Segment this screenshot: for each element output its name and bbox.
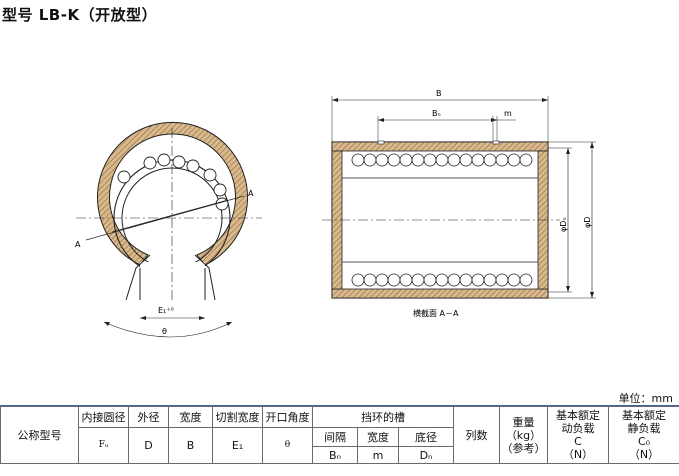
header-groove-label: 挡环的槽: [312, 406, 454, 428]
sub-interval-sym: Bₙ: [312, 446, 358, 464]
sub-width-sym: m: [357, 446, 399, 464]
header-width-sym: B: [168, 427, 213, 464]
sub-interval-label: 间隔: [312, 427, 358, 447]
header-dynamic-load: 基本额定 动负载 C （N）: [547, 406, 609, 464]
label-b: B: [436, 89, 442, 98]
header-inner-label: 内接圆径: [78, 406, 129, 428]
dyn-label2: 动负载: [561, 422, 595, 435]
label-dn: φDₙ: [559, 217, 568, 232]
dyn-unit: （N）: [562, 448, 594, 461]
label-d: φD: [583, 217, 592, 228]
header-outer-label: 外径: [128, 406, 169, 428]
unit-label: 单位：mm: [618, 392, 673, 405]
side-section: [322, 96, 596, 299]
header-angle-sym: θ: [262, 427, 313, 464]
weight-ref: （参考）: [501, 441, 546, 455]
header-cut-label: 切割宽度: [212, 406, 263, 428]
header-weight: 重量 （kg） （参考）: [499, 406, 548, 464]
label-theta: θ: [162, 327, 167, 336]
label-bn: Bₙ: [432, 109, 441, 118]
header-static-load: 基本额定 静负载 C₀ （N）: [608, 406, 679, 464]
sta-label2: 静负载: [627, 422, 661, 435]
label-m: m: [504, 109, 512, 118]
end-view-balls: [117, 153, 229, 211]
page-title: 型号 LB-K（开放型）: [2, 6, 158, 24]
spec-table: 公称型号 内接圆径 外径 宽度 切割宽度 开口角度 挡环的槽 列数 重量 （kg…: [0, 406, 679, 464]
label-a-left: A: [75, 240, 81, 249]
header-model: 公称型号: [0, 406, 79, 464]
header-outer-sym: D: [128, 427, 169, 464]
ball-row-bottom: [351, 273, 533, 287]
dyn-label1: 基本额定: [556, 409, 600, 422]
sub-width-label: 宽度: [357, 427, 399, 447]
header-angle-label: 开口角度: [262, 406, 313, 428]
weight-label: 重量: [512, 415, 535, 429]
header-cut-sym: E₁: [212, 427, 263, 464]
label-e1: E₁⁺⁰: [158, 306, 174, 315]
sub-bottom-label: 底径: [398, 427, 454, 447]
sta-label1: 基本额定: [622, 409, 666, 422]
header-width-label: 宽度: [168, 406, 213, 428]
dyn-sym: C: [574, 435, 582, 448]
header-rows: 列数: [453, 406, 500, 464]
sub-bottom-sym: Dₙ: [398, 446, 454, 464]
header-inner-sym: Fᵤ: [78, 427, 129, 464]
sta-unit: （N）: [628, 448, 660, 461]
weight-unit: （kg）: [505, 428, 542, 442]
ball-row-top: [351, 153, 533, 167]
label-a-right: A: [248, 189, 254, 198]
sta-sym: C₀: [637, 435, 651, 448]
end-view: [76, 121, 262, 338]
technical-drawing: A A E₁⁺⁰ θ: [75, 89, 596, 338]
section-caption: 横截面 A－A: [413, 308, 459, 318]
